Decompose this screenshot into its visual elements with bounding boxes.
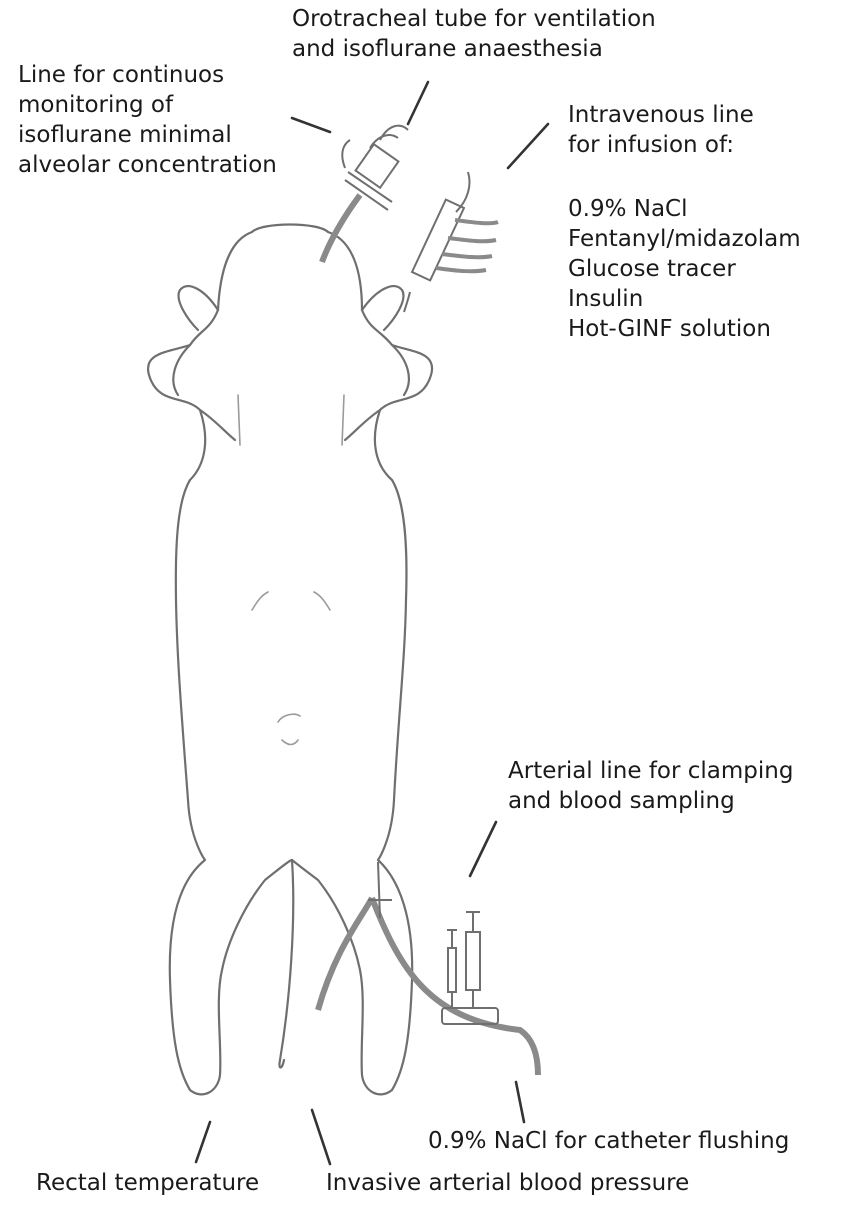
arterial-line-system bbox=[318, 862, 538, 1075]
intravenous-manifold bbox=[404, 172, 498, 312]
leader-orotracheal-tube bbox=[408, 82, 428, 124]
infusion-item: 0.9% NaCl bbox=[568, 194, 801, 224]
leader-arterial-pressure bbox=[312, 1110, 330, 1164]
infusion-item: Hot-GINF solution bbox=[568, 314, 801, 344]
label-catheter-flushing: 0.9% NaCl for catheter flushing bbox=[428, 1126, 789, 1156]
label-arterial-pressure: Invasive arterial blood pressure bbox=[326, 1168, 689, 1198]
label-isoflurane-monitoring: Line for continuos monitoring of isoflur… bbox=[18, 60, 277, 180]
infusion-item: Fentanyl/midazolam bbox=[568, 224, 801, 254]
leader-isoflurane-monitoring bbox=[292, 118, 330, 132]
animal-outline bbox=[148, 225, 432, 1095]
leader-intravenous-line bbox=[508, 124, 548, 168]
orotracheal-tube bbox=[322, 126, 408, 262]
body-detail-lines bbox=[238, 395, 344, 745]
infusion-item: Insulin bbox=[568, 284, 801, 314]
leader-rectal-temperature bbox=[196, 1122, 210, 1162]
leader-lines bbox=[196, 82, 548, 1164]
leader-arterial-line bbox=[470, 822, 496, 876]
leader-catheter-flushing bbox=[516, 1082, 524, 1122]
infusion-item: Glucose tracer bbox=[568, 254, 801, 284]
label-orotracheal-tube: Orotracheal tube for ventilation and iso… bbox=[292, 4, 656, 64]
list-infusion-items: 0.9% NaCl Fentanyl/midazolam Glucose tra… bbox=[568, 194, 801, 344]
label-intravenous-line: Intravenous line for infusion of: bbox=[568, 100, 754, 160]
label-rectal-temperature: Rectal temperature bbox=[36, 1168, 259, 1198]
label-arterial-line: Arterial line for clamping and blood sam… bbox=[508, 756, 793, 816]
